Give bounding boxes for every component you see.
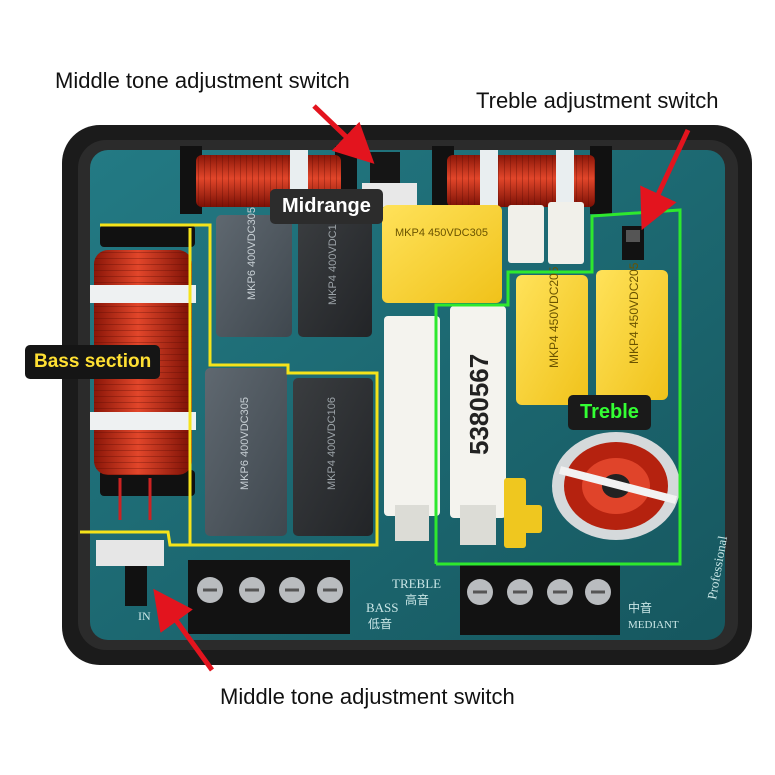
callout-middle-tone-top: Middle tone adjustment switch xyxy=(55,68,350,93)
cap-label-mkp4-bottom: MKP4 400VDC106 xyxy=(326,397,338,490)
treble-capacitors: MKP4 450VDC205 MKP4 450VDC205 xyxy=(516,262,668,405)
callout-treble-switch: Treble adjustment switch xyxy=(476,88,719,113)
mid-switch-bottom-label xyxy=(96,540,164,566)
pcb-label-bass-cn: 低音 xyxy=(368,616,392,631)
pcb-label-mediant: MEDIANT xyxy=(628,619,679,631)
cap-label-yellow-b: MKP4 450VDC205 xyxy=(627,262,641,364)
cap-label-mkp6-bottom: MKP6 400VDC305 xyxy=(239,397,251,490)
white-capacitor-1 xyxy=(508,205,544,263)
arrow-middle-top xyxy=(312,104,375,164)
pcb-label-input: IN xyxy=(138,609,151,623)
pcb-label-treble: TREBLE xyxy=(392,576,441,591)
pcb-label-treble-cn: 高音 xyxy=(405,592,429,607)
treble-coil xyxy=(432,146,612,214)
resistor-code: 5380567 xyxy=(464,354,494,455)
callout-middle-tone-bottom: Middle tone adjustment switch xyxy=(220,684,515,709)
midrange-capacitors: MKP6 400VDC305 MKP4 400VDC106 MKP6 400VD… xyxy=(205,207,373,536)
terminal-block-left xyxy=(188,560,350,634)
bass-section-outline xyxy=(80,223,379,547)
treble-section-outline xyxy=(434,208,682,566)
mid-switch-bottom xyxy=(125,566,147,606)
treble-toroid-coil xyxy=(552,432,680,540)
pcb-label-mid-cn: 中音 xyxy=(628,600,652,615)
cap-label-yellow-a: MKP4 450VDC205 xyxy=(547,266,561,368)
yellow-capacitor-wide: MKP4 450VDC305 xyxy=(382,205,502,303)
tag-bass-section: Bass section xyxy=(25,345,161,379)
pcb-label-bass: BASS xyxy=(366,600,399,615)
tag-treble: Treble xyxy=(568,395,651,430)
cap-label-mkp4-top: MKP4 400VDC106 xyxy=(327,212,339,305)
arrow-treble-switch xyxy=(640,128,691,231)
terminal-block-right xyxy=(460,563,620,635)
cap-label-yellow-wide: MKP4 450VDC305 xyxy=(395,227,488,239)
arrow-middle-bottom xyxy=(153,588,215,672)
tag-midrange: Midrange xyxy=(270,189,383,224)
white-capacitor-2 xyxy=(548,202,584,264)
cap-label-mkp6-top: MKP6 400VDC305 xyxy=(246,207,258,300)
small-yellow-part-2 xyxy=(520,505,542,533)
ceramic-resistors: 5380567 xyxy=(384,306,506,545)
